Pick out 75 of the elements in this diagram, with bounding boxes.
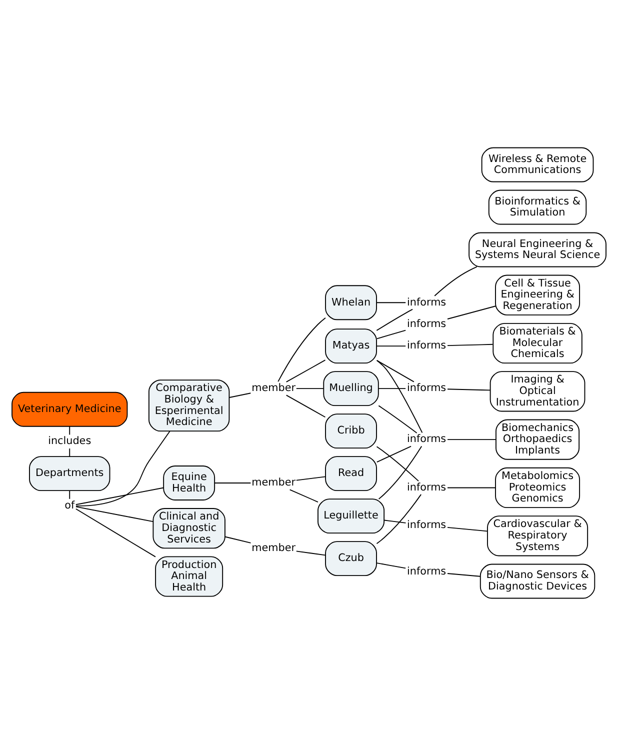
connector — [376, 308, 414, 331]
node-box: Metabolomics Proteomics Genomics — [495, 467, 580, 508]
connector — [376, 446, 419, 482]
connector — [278, 317, 326, 382]
connector — [296, 550, 326, 556]
connector — [76, 430, 170, 506]
node-text: member — [252, 476, 296, 489]
connector — [214, 482, 252, 484]
connector — [447, 388, 490, 391]
node-text: includes — [48, 435, 92, 448]
node-box: Clinical and Diagnostic Services — [152, 508, 226, 549]
node-text: informs — [407, 318, 446, 330]
node-box: Cell & Tissue Engineering & Regeneration — [495, 274, 580, 316]
connector — [434, 266, 478, 296]
connector — [75, 487, 164, 506]
connector — [376, 360, 423, 434]
node-box: Cribb — [325, 414, 377, 449]
connector — [376, 330, 406, 340]
node-text: informs — [407, 433, 446, 446]
connector — [296, 476, 326, 481]
node-text: informs — [407, 481, 446, 494]
node-text: informs — [407, 382, 446, 394]
connector — [447, 487, 496, 488]
node-text: informs — [407, 519, 446, 532]
node-box: Imaging & Optical Instrumentation — [490, 371, 586, 412]
connector — [289, 489, 318, 502]
connector — [286, 360, 326, 382]
connector — [378, 405, 418, 434]
connector — [384, 520, 406, 524]
node-box: Bio/Nano Sensors & Diagnostic Devices — [480, 564, 596, 599]
connector — [447, 439, 496, 440]
connector — [447, 306, 496, 320]
node-box: Muelling — [323, 371, 379, 406]
node-box: Equine Health — [163, 466, 216, 500]
node-box: Neural Engineering & Systems Neural Science — [468, 232, 606, 268]
connector — [376, 446, 412, 463]
connector — [447, 526, 488, 532]
connector — [376, 562, 406, 569]
connector — [69, 426, 70, 436]
node-box: Bioinformatics & Simulation — [488, 190, 587, 225]
connector — [376, 302, 406, 304]
connector — [228, 392, 252, 398]
node-box: Czub — [325, 541, 377, 576]
node-box: Cardiovascular & Respiratory Systems — [487, 516, 588, 556]
node-box: Matyas — [325, 328, 377, 364]
node-text: member — [252, 542, 296, 554]
connector — [376, 346, 406, 347]
node-text: informs — [407, 340, 446, 352]
node-box: Read — [325, 456, 377, 492]
connector — [69, 490, 70, 500]
connector — [224, 536, 252, 544]
connector — [296, 388, 324, 390]
node-box: Whelan — [325, 285, 377, 320]
node-box: Wireless & Remote Communications — [481, 147, 594, 182]
connector — [378, 446, 422, 500]
node-text: informs — [407, 565, 446, 578]
node-box: Biomaterials & Molecular Chemicals — [492, 322, 582, 364]
node-box: Production Animal Health — [155, 556, 224, 597]
connector — [376, 494, 422, 544]
connector — [447, 573, 481, 577]
connector — [447, 344, 494, 346]
node-box: Departments — [29, 456, 110, 492]
connector — [376, 360, 414, 382]
node-box: Veterinary Medicine — [12, 392, 128, 427]
node-box: Leguillette — [318, 498, 385, 534]
node-text: informs — [407, 296, 446, 308]
node-box: Biomechanics Orthopaedics Implants — [496, 419, 580, 460]
node-text: of — [64, 499, 75, 512]
node-box: Comparative Biology & Esperimental Medicine — [148, 380, 230, 432]
connector — [75, 506, 154, 522]
node-text: member — [252, 382, 296, 394]
connector — [378, 388, 406, 390]
connector — [75, 508, 156, 558]
connector — [69, 448, 70, 457]
connector — [286, 394, 326, 418]
